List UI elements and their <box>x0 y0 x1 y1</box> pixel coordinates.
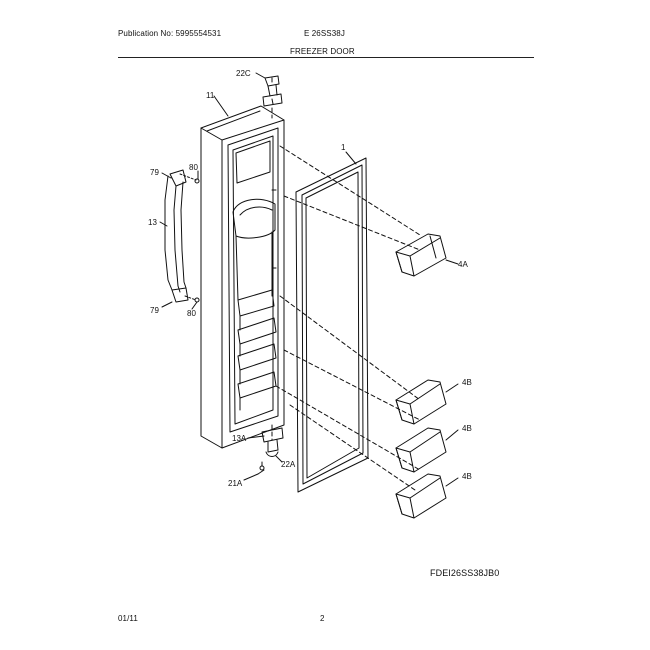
explode-guides <box>261 75 421 491</box>
callout-79-lower: 79 <box>150 306 159 315</box>
footer-date: 01/11 <box>118 614 138 623</box>
diagram-code: FDEI26SS38JB0 <box>430 568 500 578</box>
callout-21a: 21A <box>228 479 243 488</box>
top-hinge-22c <box>262 75 283 107</box>
publication-number: Publication No: 5995554531 <box>118 29 222 38</box>
door-bin-4b-middle <box>395 427 447 473</box>
model-number: E 26SS38J <box>304 29 345 38</box>
callout-80-upper: 80 <box>189 163 198 172</box>
door-gasket-1 <box>295 157 369 493</box>
callout-4b-1: 4B <box>462 378 472 387</box>
callout-22a: 22A <box>281 460 296 469</box>
callout-11: 11 <box>206 91 215 100</box>
page-number: 2 <box>320 614 325 623</box>
page-title: FREEZER DOOR <box>290 47 355 56</box>
door-bin-4a <box>395 233 447 277</box>
callout-4b-3: 4B <box>462 472 472 481</box>
door-outer-shell-11 <box>200 105 285 449</box>
door-bin-4b-upper <box>395 379 447 425</box>
door-bin-4b-lower <box>395 473 447 519</box>
header-rule <box>118 57 534 58</box>
callout-13: 13 <box>148 218 157 227</box>
door-handle-13 <box>164 169 200 303</box>
callout-80-lower: 80 <box>187 309 196 318</box>
callout-4b-2: 4B <box>462 424 472 433</box>
leader-lines <box>159 72 459 487</box>
callout-22c: 22C <box>236 69 251 78</box>
callout-4a: 4A <box>458 260 468 269</box>
bottom-hinge-assembly <box>257 427 284 475</box>
callout-79-upper: 79 <box>150 168 159 177</box>
callout-1: 1 <box>341 143 346 152</box>
callout-13a: 13A <box>232 434 247 443</box>
